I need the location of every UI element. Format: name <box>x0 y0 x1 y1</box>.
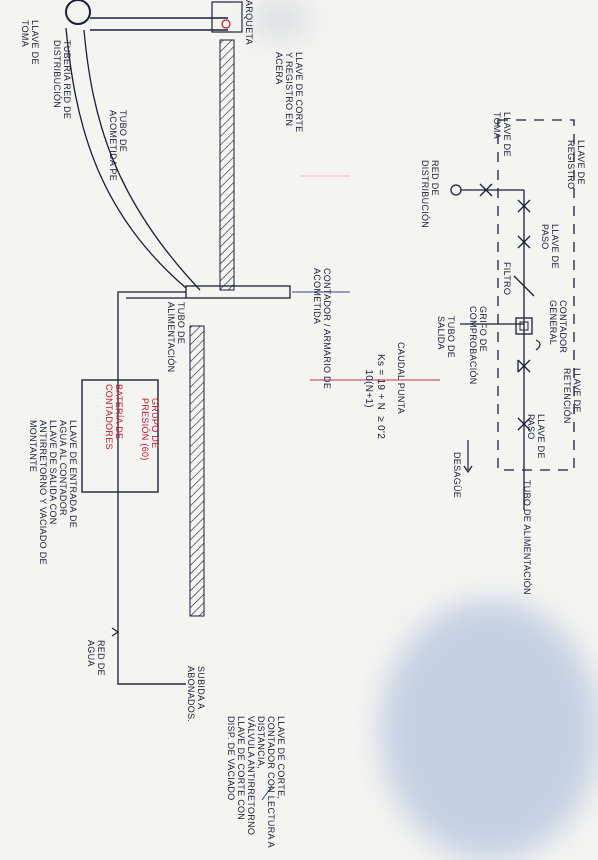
arqueta-box <box>211 1 243 33</box>
label-tubo-alimentacion-right: TUBO DE ALIMENTACIÓN <box>522 480 532 595</box>
label-llave-registro: LLAVE DE REGISTRO <box>566 140 586 190</box>
label-contador-armario: CONTADOR / ARMARIO DE ACOMETIDA <box>312 268 332 390</box>
label-caudal-punta: CAUDAL PUNTA <box>396 342 406 415</box>
label-llave-toma-left: LLAVE DE TOMA <box>20 20 40 65</box>
label-llave-paso-1: LLAVE DE PASO <box>540 224 560 269</box>
llave-registro-valve <box>517 199 531 213</box>
label-contador-general: CONTADOR GENERAL <box>548 300 568 354</box>
ink-stain-2 <box>250 0 310 40</box>
label-desague: DESAGÜE <box>452 452 462 499</box>
retencion-valve <box>517 359 531 373</box>
label-tubo-alimentacion-left: TUBO DE ALIMENTACIÓN <box>166 302 186 373</box>
red-distribucion-node <box>450 184 462 196</box>
label-bateria-desc: LLAVE DE ENTRADA DE AGUA AL CONTADOR LLA… <box>28 420 78 565</box>
label-red-distribucion-right: RED DE DISTRIBUCIÓN <box>420 160 440 229</box>
label-llave-corte-acera: LLAVE DE CORTE Y REGISTRO EN ACERA <box>274 52 304 133</box>
contador-armario <box>185 285 291 299</box>
grifo-symbol <box>535 339 541 351</box>
label-grifo-comprobacion: GRIFO DE COMPROBACIÓN <box>468 306 488 385</box>
label-filtro: FILTRO <box>502 262 512 296</box>
label-subida-abonados: SUBIDA A ABONADOS. <box>186 666 206 723</box>
label-bateria-contadores: BATERÍA DE CONTADORES <box>104 384 124 450</box>
distribution-main-pipe <box>65 0 91 25</box>
label-formula: Ks = 19 + N ≥ 0'2 10(N+1) <box>363 354 386 440</box>
ink-stain <box>380 600 598 860</box>
label-grupo-presion: GRUPO DE PRESIÓN (60) <box>140 398 160 461</box>
dashed-enclosure <box>497 119 575 471</box>
acometida-pe-pipe <box>65 27 187 289</box>
label-tubo-salida: TUBO DE SALIDA <box>436 316 456 359</box>
llave-paso-valve-1 <box>517 235 531 249</box>
filtro-symbol <box>513 275 535 297</box>
arqueta-valve <box>221 19 231 29</box>
llave-toma-valve <box>479 183 493 197</box>
label-red-agua: RED DE AGUA <box>86 640 106 676</box>
label-tubo-acometida: TUBO DE ACOMETIDA PE <box>108 110 128 182</box>
contador-general-symbol <box>515 317 533 335</box>
facade-wall-bottom <box>189 325 205 617</box>
label-arqueta: ARQUETA <box>244 0 254 45</box>
facade-wall-top <box>219 39 235 291</box>
note-arrow <box>261 785 273 801</box>
red-agua-break <box>111 627 120 637</box>
llave-paso-valve-2 <box>517 417 531 431</box>
label-llave-toma-right: LLAVE DE TOMA <box>492 112 512 157</box>
contador-general-inner <box>519 321 529 331</box>
label-red-distribucion-left: TUBERÍA RED DE DISTRIBUCIÓN <box>52 40 72 120</box>
desague-arrow <box>463 465 473 474</box>
bateria-box <box>81 379 159 493</box>
label-llave-paso-2: LLAVE DE PASO <box>526 414 546 459</box>
label-llave-corte-note: LLAVE DE CORTE, CONTADOR CON LECTURA A D… <box>226 716 286 848</box>
acometida-pe-pipe-2 <box>83 29 201 291</box>
label-llave-retencion: LLAVE DE RETENCIÓN <box>562 368 582 424</box>
